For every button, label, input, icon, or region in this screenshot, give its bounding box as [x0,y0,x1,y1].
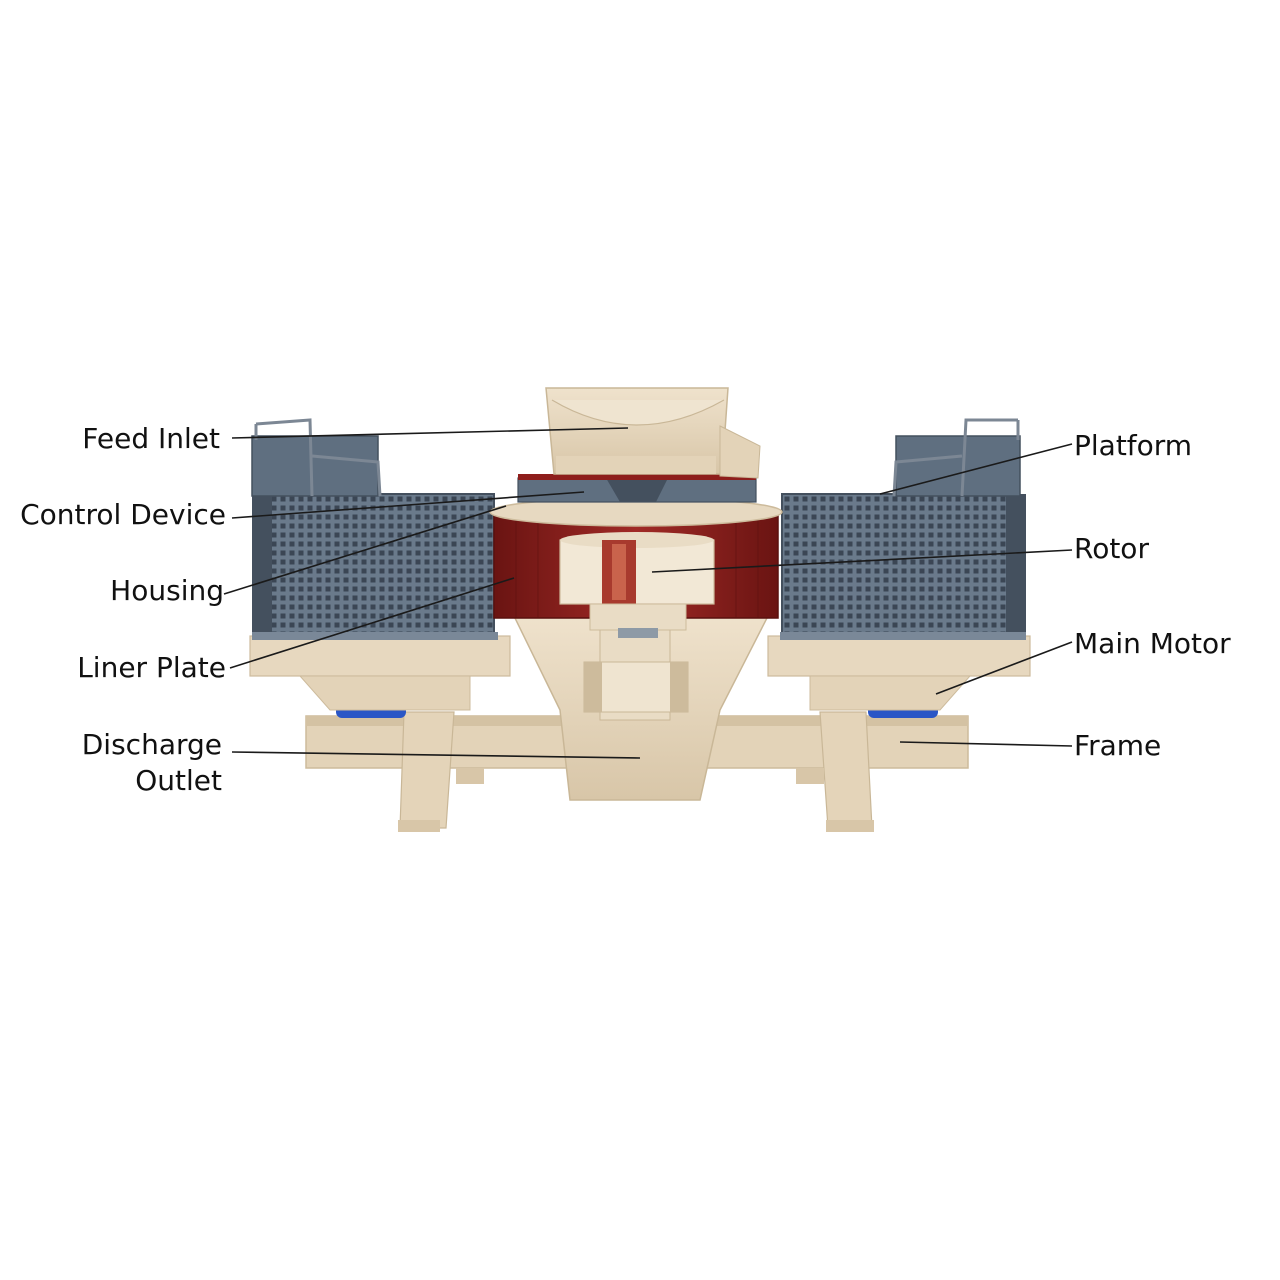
leader-liner-plate [229,577,515,669]
pulley-cover-left [251,435,498,640]
leader-platform [879,443,1073,495]
leader-main-motor [935,641,1073,695]
rotor [559,532,715,638]
pulley-cover-right [780,435,1026,640]
label-rotor: Rotor [1074,532,1149,565]
control-device [517,474,757,503]
leader-rotor [651,549,1073,573]
leader-frame [899,741,1073,747]
leader-feed-inlet [231,427,629,439]
label-feed-inlet: Feed Inlet [82,422,220,455]
machine-illustration [249,387,1031,832]
label-discharge-outlet-line2: Outlet [135,764,222,797]
label-liner-plate: Liner Plate [77,651,226,684]
label-housing: Housing [110,574,224,607]
labels: Feed Inlet Control Device Housing Liner … [20,422,1231,797]
leader-housing [223,505,507,595]
label-control-device: Control Device [20,498,226,531]
label-frame: Frame [1074,729,1161,762]
label-platform: Platform [1074,429,1192,462]
leader-lines [223,427,1073,759]
label-main-motor: Main Motor [1074,627,1231,660]
leader-discharge-outlet [231,751,641,759]
label-discharge-outlet-line1: Discharge [82,728,222,761]
leader-control-device [231,491,585,519]
discharge-outlet [512,615,770,801]
feed-inlet [545,387,761,479]
platform-rails [254,418,1020,497]
